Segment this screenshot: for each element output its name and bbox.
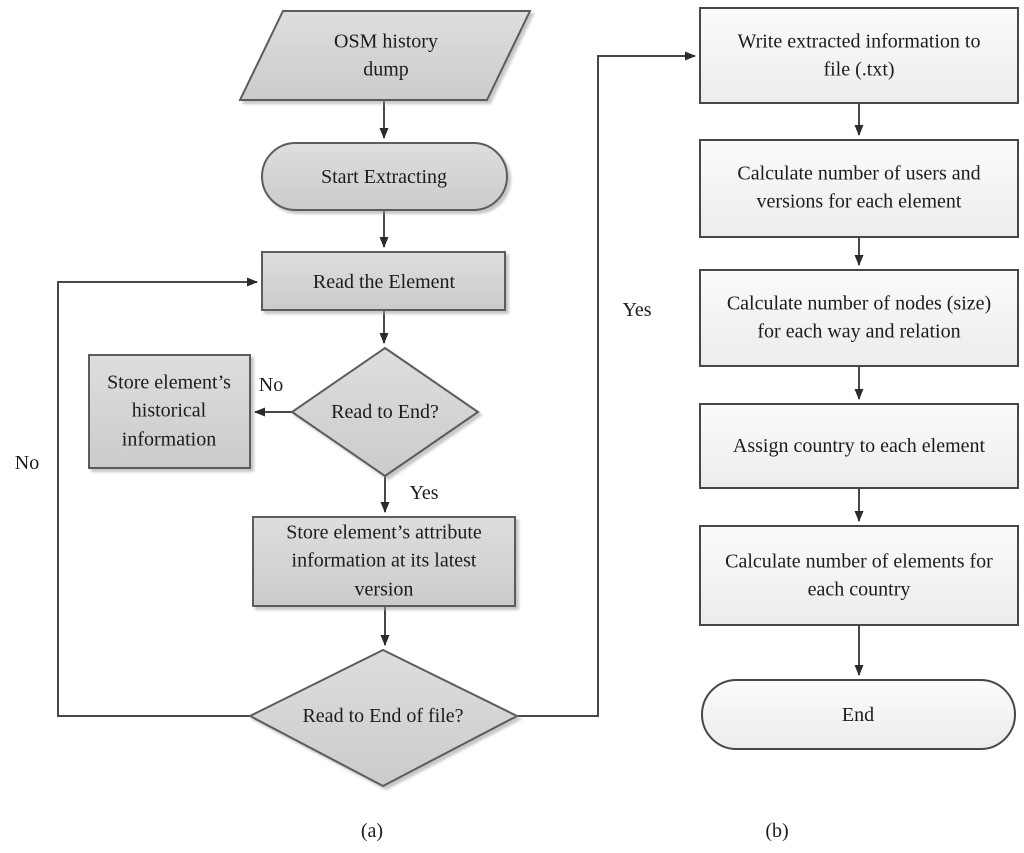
decision-read-to-end [290, 346, 480, 478]
edge-yes-to-write-file [517, 51, 696, 717]
process-write-to-file [699, 7, 1019, 104]
process-calc-elements-country [699, 525, 1019, 626]
io-parallelogram-osm-dump [238, 10, 532, 101]
process-calc-nodes-size [699, 269, 1019, 367]
process-read-element [261, 251, 506, 311]
process-store-historical [88, 354, 251, 469]
process-calc-users-versions [699, 139, 1019, 238]
process-store-attribute [252, 516, 516, 607]
terminator-end [701, 679, 1016, 750]
process-assign-country [699, 403, 1019, 489]
terminator-start-extracting [261, 142, 508, 211]
edge-no-loop-back-to-read [57, 277, 258, 717]
decision-read-to-end-of-file [247, 648, 520, 788]
